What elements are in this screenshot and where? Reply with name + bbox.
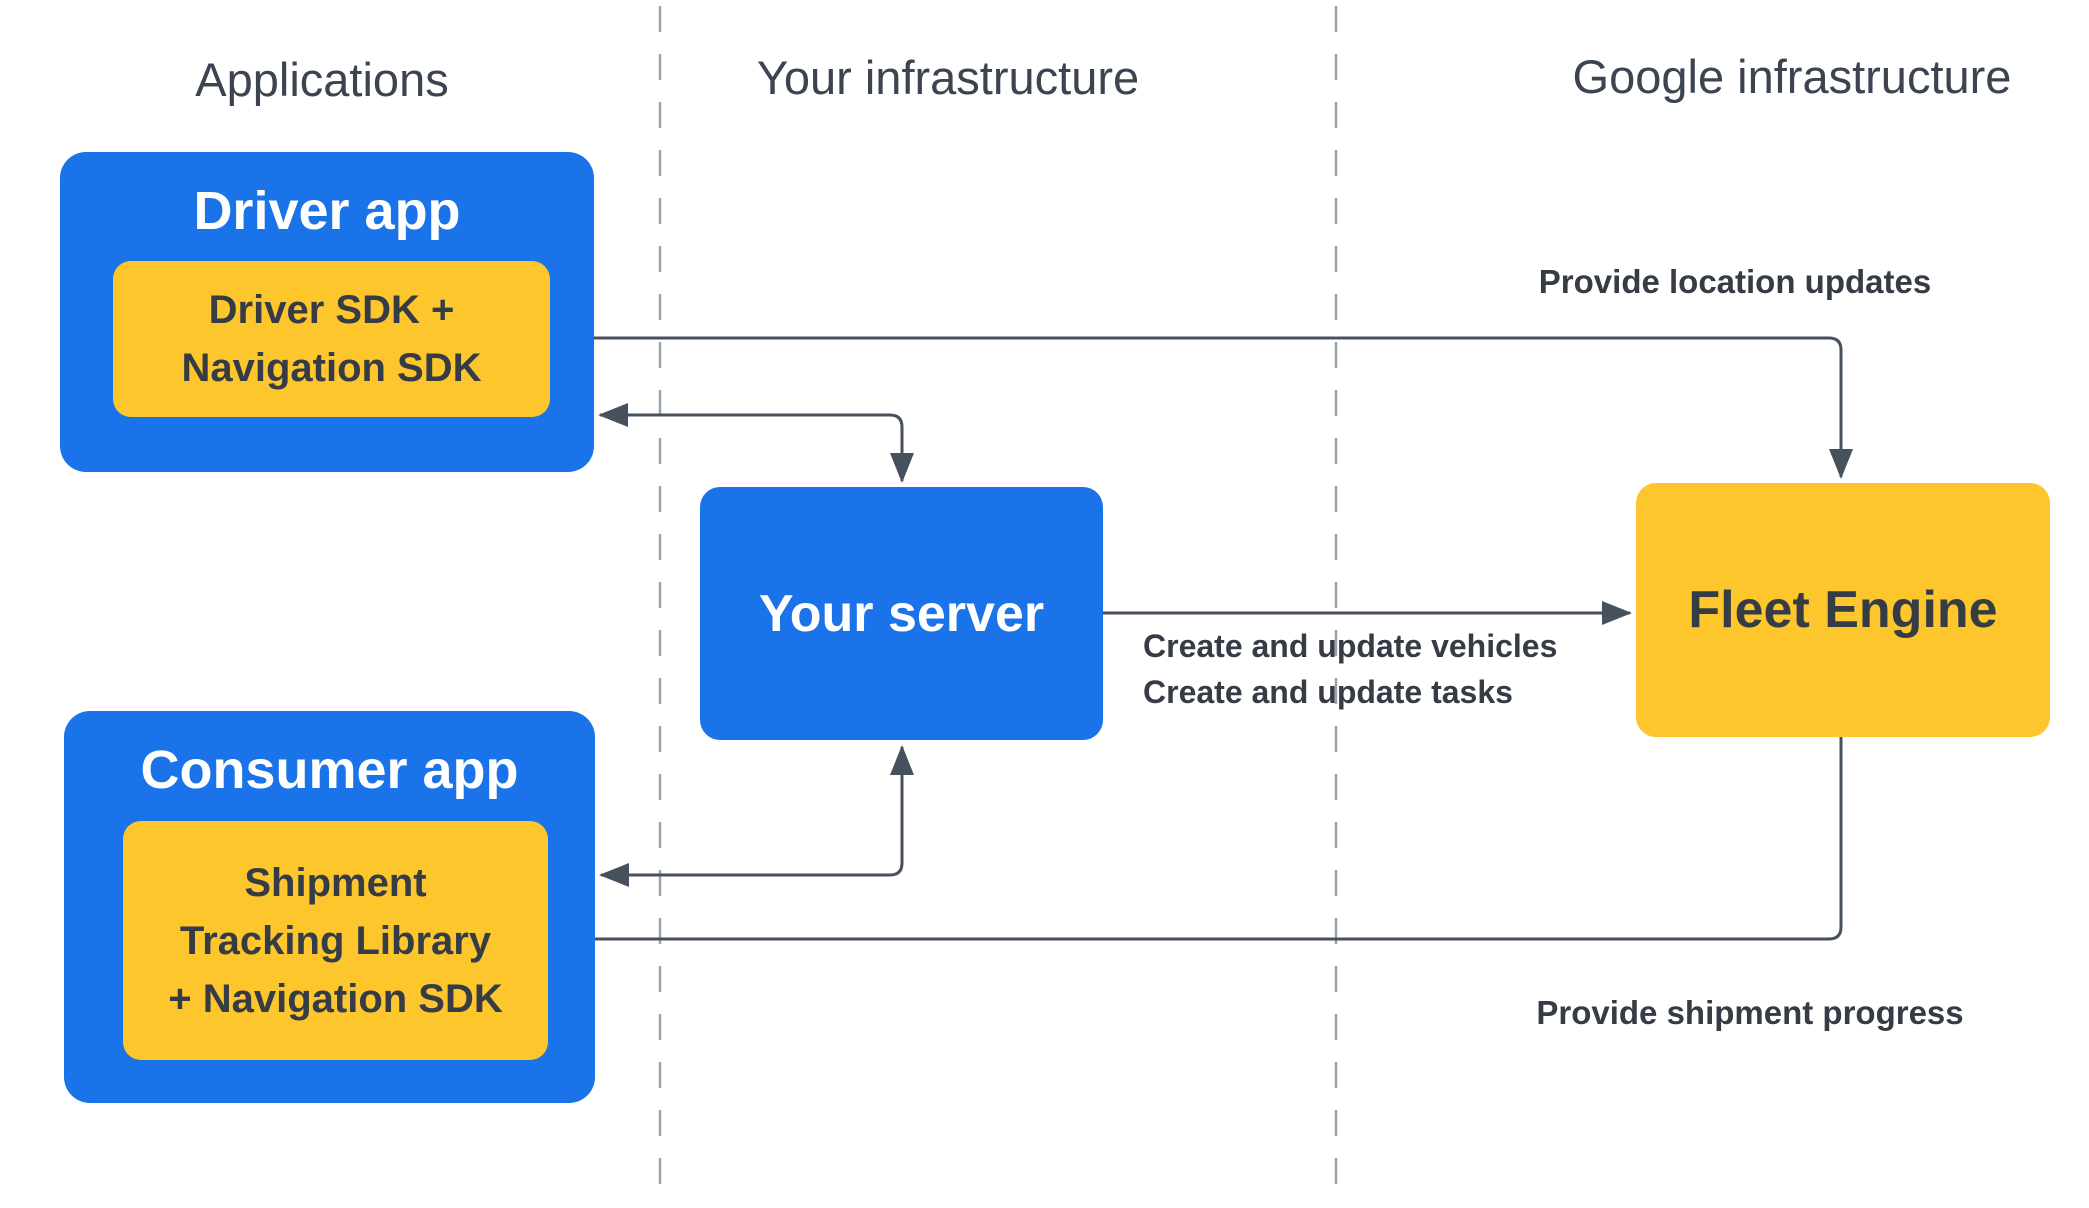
label-provide-location-updates: Provide location updates xyxy=(1538,263,1932,300)
consumer-app-title: Consumer app xyxy=(140,740,519,800)
column-header-your-infrastructure: Your infrastructure xyxy=(756,51,1140,104)
consumer-app-node: Consumer app Shipment Tracking Library +… xyxy=(64,711,595,1103)
shipment-tracking-library-label: Shipment Tracking Library + Navigation S… xyxy=(168,860,503,1021)
arrow-driver-app-your-server xyxy=(598,403,914,483)
driver-sdk-node: Driver SDK + Navigation SDK xyxy=(113,261,550,417)
label-provide-shipment-progress: Provide shipment progress xyxy=(1536,994,1964,1031)
column-header-applications: Applications xyxy=(195,53,449,106)
your-server-node: Your server xyxy=(700,487,1103,740)
fleet-engine-title: Fleet Engine xyxy=(1688,581,1998,639)
your-server-title: Your server xyxy=(758,584,1045,643)
driver-app-title: Driver app xyxy=(193,181,461,241)
column-header-google-infrastructure: Google infrastructure xyxy=(1572,50,2012,103)
arrow-fleet-engine-shipment-library xyxy=(552,737,1843,951)
arrow-driver-sdk-fleet-engine xyxy=(554,326,1853,479)
arrow-your-server-consumer-app xyxy=(599,745,914,887)
label-create-and-update: Create and update vehicles Create and up… xyxy=(1143,628,1558,710)
driver-app-node: Driver app Driver SDK + Navigation SDK xyxy=(60,152,594,472)
shipment-tracking-library-node: Shipment Tracking Library + Navigation S… xyxy=(123,821,548,1060)
fleet-engine-node: Fleet Engine xyxy=(1636,483,2050,737)
driver-sdk-label: Driver SDK + Navigation SDK xyxy=(181,288,482,390)
